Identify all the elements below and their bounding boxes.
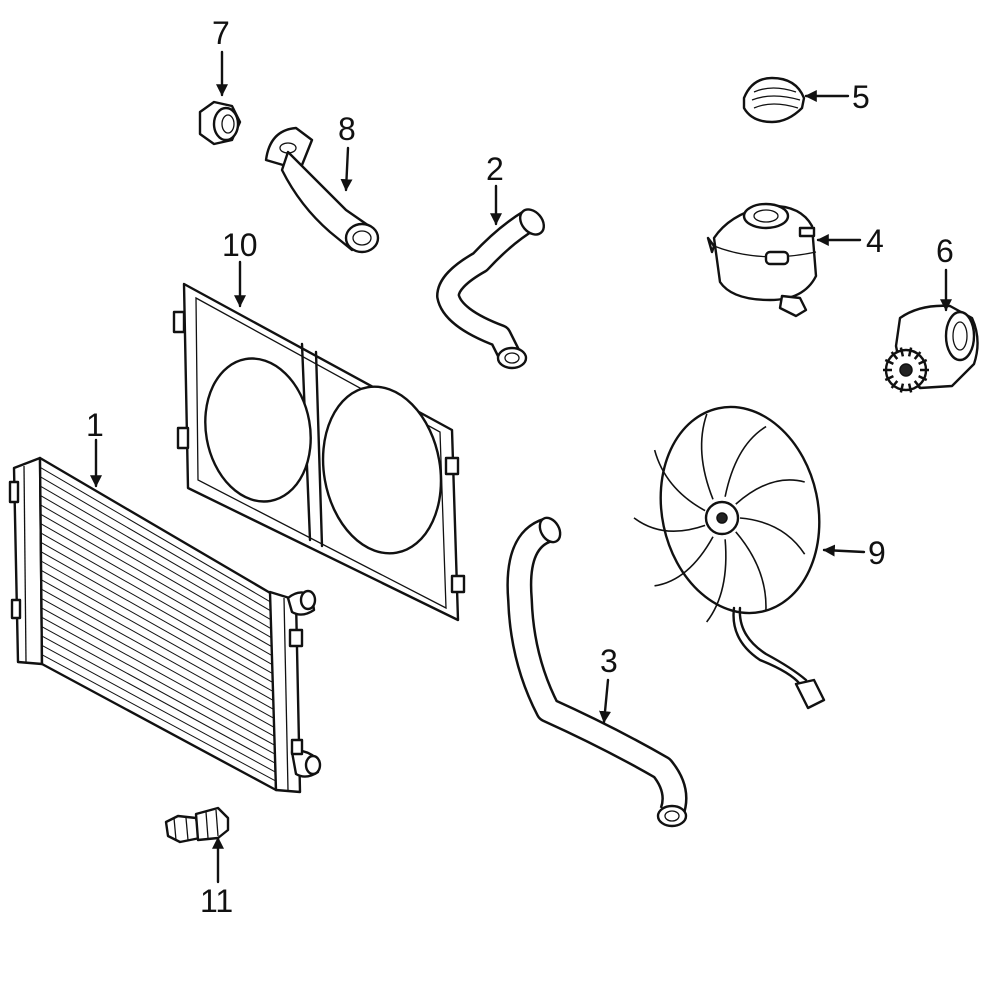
leader-lines: [90, 50, 952, 884]
fan-shroud[interactable]: [172, 282, 466, 622]
fan-switch[interactable]: [164, 806, 230, 844]
temperature-sensor[interactable]: [198, 100, 242, 146]
callout-6: 6: [936, 233, 954, 269]
radiator-core-fins: [39, 466, 277, 782]
callout-7: 7: [212, 15, 230, 51]
radiator[interactable]: [8, 456, 322, 794]
thermostat-housing[interactable]: [264, 126, 380, 254]
callout-3: 3: [600, 643, 618, 679]
callout-11: 11: [200, 883, 233, 919]
callout-5: 5: [852, 79, 870, 115]
callout-8: 8: [338, 111, 356, 147]
expansion-tank-cap[interactable]: [742, 76, 806, 124]
coolant-expansion-tank[interactable]: [706, 202, 818, 318]
fan-blades: [633, 413, 806, 623]
callout-10: 10: [222, 227, 258, 263]
upper-radiator-hose[interactable]: [436, 205, 549, 370]
cooling-fan[interactable]: [633, 392, 838, 710]
callout-9: 9: [868, 535, 886, 571]
lower-radiator-hose[interactable]: [506, 514, 688, 828]
callout-1: 1: [86, 407, 104, 443]
pump-gear-teeth: [883, 347, 929, 393]
callout-2: 2: [486, 151, 504, 187]
callout-4: 4: [866, 223, 884, 259]
water-pump[interactable]: [883, 304, 979, 393]
